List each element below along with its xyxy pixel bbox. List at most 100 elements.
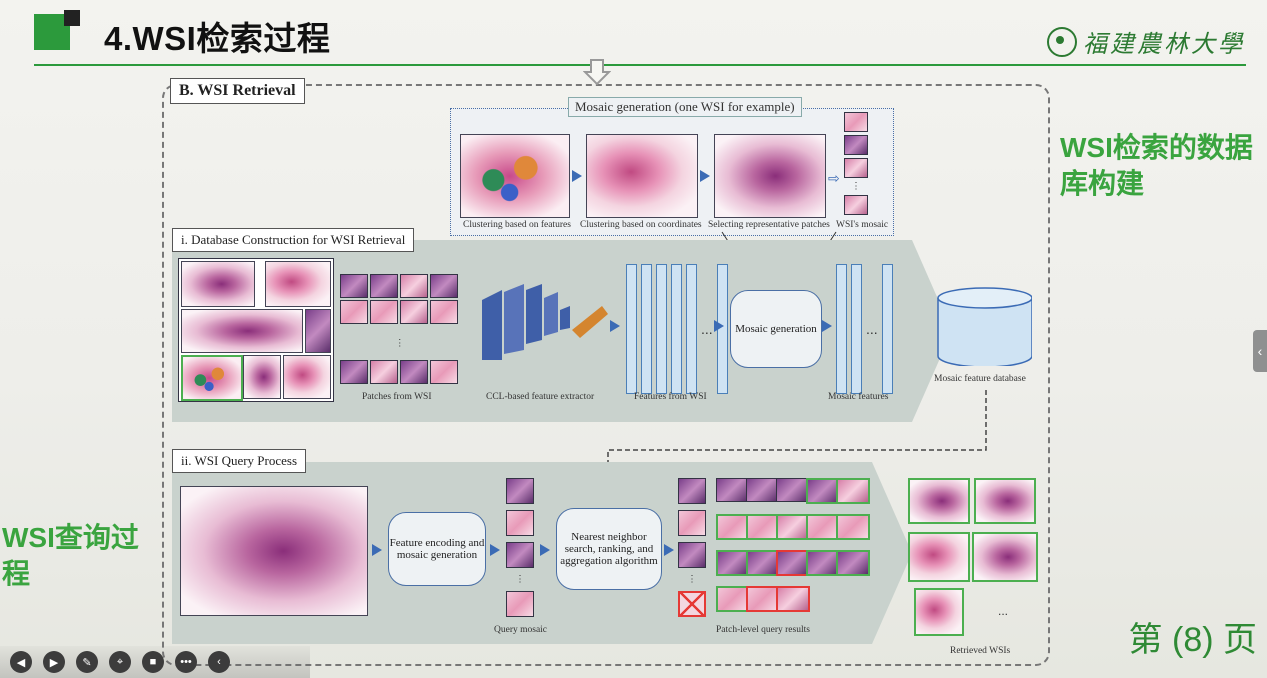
header-divider bbox=[34, 64, 1246, 66]
mosaic-patch bbox=[678, 542, 706, 568]
mosaic-patch bbox=[678, 510, 706, 536]
features-caption: Features from WSI bbox=[634, 392, 707, 402]
representative-patches-image bbox=[714, 134, 826, 218]
result-patch bbox=[776, 514, 810, 540]
arrow-icon bbox=[572, 170, 582, 182]
mosaic-step-caption: WSI's mosaic bbox=[836, 220, 889, 230]
arrow-icon bbox=[664, 544, 674, 556]
arrow-icon bbox=[372, 544, 382, 556]
result-patch bbox=[776, 478, 808, 502]
ellipsis: ... bbox=[866, 321, 878, 337]
vdots: ⋮ bbox=[515, 574, 525, 585]
nearest-neighbor-box: Nearest neighbor search, ranking, and ag… bbox=[556, 508, 662, 590]
mosaic-patch bbox=[844, 112, 868, 132]
mosaic-step-caption: Selecting representative patches bbox=[708, 220, 830, 230]
figure-main-label: B. WSI Retrieval bbox=[170, 78, 305, 104]
result-patch bbox=[836, 514, 870, 540]
ellipsis: ... bbox=[701, 321, 713, 337]
wsi-thumbnail bbox=[265, 261, 331, 307]
camera-icon[interactable]: ■ bbox=[142, 651, 164, 673]
arrow-icon bbox=[610, 320, 620, 332]
result-patch bbox=[836, 550, 870, 576]
retrieved-wsi-thumbnail bbox=[908, 478, 970, 524]
patch-tile bbox=[340, 274, 368, 298]
wsi-collection bbox=[178, 258, 334, 402]
mosaic-patch bbox=[506, 591, 534, 617]
mosaic-patch bbox=[844, 158, 868, 178]
focus-icon[interactable]: ⌖ bbox=[109, 651, 131, 673]
pen-icon[interactable]: ✎ bbox=[76, 651, 98, 673]
feature-vector bbox=[881, 264, 893, 394]
mosaic-generation-title: Mosaic generation (one WSI for example) bbox=[568, 97, 802, 117]
mosaic-patch bbox=[844, 195, 868, 215]
feature-vector bbox=[686, 264, 697, 394]
mosaic-step-caption: Clustering based on features bbox=[463, 220, 571, 230]
retrieved-caption: Retrieved WSIs bbox=[950, 646, 1011, 656]
patch-tile bbox=[370, 360, 398, 384]
patch-results-grid bbox=[716, 478, 870, 612]
result-patch bbox=[716, 586, 750, 612]
feature-extractor-icon bbox=[482, 284, 608, 360]
next-icon[interactable]: ▶ bbox=[43, 651, 65, 673]
wsi-thumbnail bbox=[283, 355, 331, 399]
down-arrow-icon bbox=[583, 59, 611, 86]
mosaic-step-caption: Clustering based on coordinates bbox=[580, 220, 702, 230]
retrieved-wsi-thumbnail bbox=[914, 588, 964, 636]
patches-caption: Patches from WSI bbox=[362, 392, 432, 402]
result-patch bbox=[806, 478, 840, 504]
database-icon bbox=[937, 287, 1032, 366]
arrow-icon bbox=[490, 544, 500, 556]
mosaic-generation-box: Mosaic generation bbox=[730, 290, 822, 368]
mosaic-patch bbox=[844, 135, 868, 155]
extractor-caption: CCL-based feature extractor bbox=[486, 392, 595, 402]
mosaic-feature-vectors: ... bbox=[836, 264, 893, 394]
query-process-annotation: WSI查询过程 bbox=[2, 522, 139, 589]
retrieved-wsi-thumbnail bbox=[974, 478, 1036, 524]
feature-vector bbox=[836, 264, 847, 394]
patch-tile bbox=[340, 300, 368, 324]
result-patch bbox=[806, 514, 840, 540]
result-patch bbox=[746, 586, 780, 612]
query-wsi-image bbox=[180, 486, 368, 616]
wsi-thumbnail bbox=[181, 309, 303, 353]
result-patch bbox=[836, 478, 870, 504]
retrieved-wsi-thumbnail bbox=[972, 532, 1038, 582]
wsi-feature-vectors: ... bbox=[626, 264, 728, 394]
prev-icon[interactable]: ◀ bbox=[10, 651, 32, 673]
vdots: ⋮ bbox=[395, 338, 405, 349]
result-patch bbox=[806, 550, 840, 576]
mosaic-features-caption: Mosaic features bbox=[828, 392, 889, 402]
patch-tile bbox=[400, 360, 428, 384]
wsi-thumbnail bbox=[181, 355, 243, 401]
retrieved-wsi-thumbnail bbox=[908, 532, 970, 582]
patch-tile bbox=[400, 300, 428, 324]
side-panel-toggle[interactable]: ‹ bbox=[1253, 330, 1267, 372]
result-patch bbox=[746, 550, 780, 576]
wsi-mosaic-stack: ⋮ bbox=[844, 112, 868, 216]
arrow-icon bbox=[700, 170, 710, 182]
vdots: ⋮ bbox=[687, 574, 697, 585]
ellipsis: ... bbox=[998, 604, 1009, 618]
patch-grid bbox=[340, 274, 458, 324]
section-ii-label: ii. WSI Query Process bbox=[172, 449, 307, 473]
db-construction-annotation: WSI检索的数据库构建 bbox=[1060, 132, 1253, 199]
seal-icon bbox=[1047, 26, 1077, 57]
result-patch bbox=[746, 514, 780, 540]
more-icon[interactable]: ••• bbox=[175, 651, 197, 673]
feature-encoding-box: Feature encoding and mosaic generation bbox=[388, 512, 486, 586]
collapse-icon[interactable]: ‹ bbox=[208, 651, 230, 673]
wsi-thumbnail bbox=[243, 355, 281, 399]
invalid-patch-icon bbox=[678, 591, 706, 617]
patch-tile bbox=[430, 360, 458, 384]
band-arrow-tip bbox=[872, 462, 912, 644]
logo-text: 福建農林大學 bbox=[1083, 30, 1245, 58]
result-patch bbox=[716, 478, 748, 502]
result-patch bbox=[776, 586, 810, 612]
mosaic-patch bbox=[678, 478, 706, 504]
page-number: 第 (8) 页 bbox=[1128, 621, 1257, 659]
hollow-arrow-icon: ⇨ bbox=[828, 170, 840, 186]
patch-grid-last bbox=[340, 360, 458, 384]
slide-title: 4.WSI检索过程 bbox=[104, 20, 331, 57]
result-patch bbox=[746, 478, 778, 502]
patch-tile bbox=[370, 274, 398, 298]
